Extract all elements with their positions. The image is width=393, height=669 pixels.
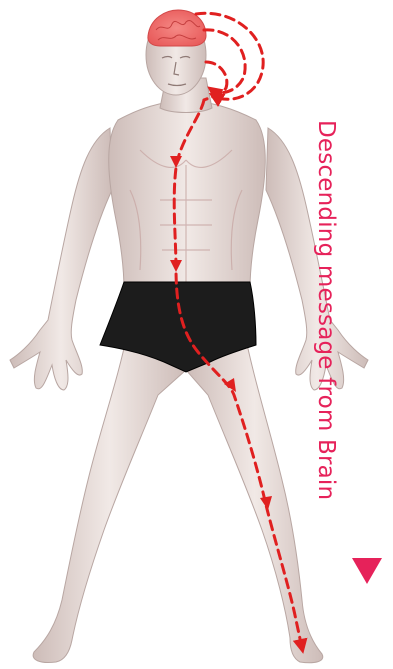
right-leg xyxy=(186,330,323,663)
left-arm xyxy=(10,128,112,390)
downward-triangle-icon xyxy=(352,558,382,584)
descending-message-caption: Descending message from Brain xyxy=(313,120,339,500)
brain-icon xyxy=(148,10,206,46)
